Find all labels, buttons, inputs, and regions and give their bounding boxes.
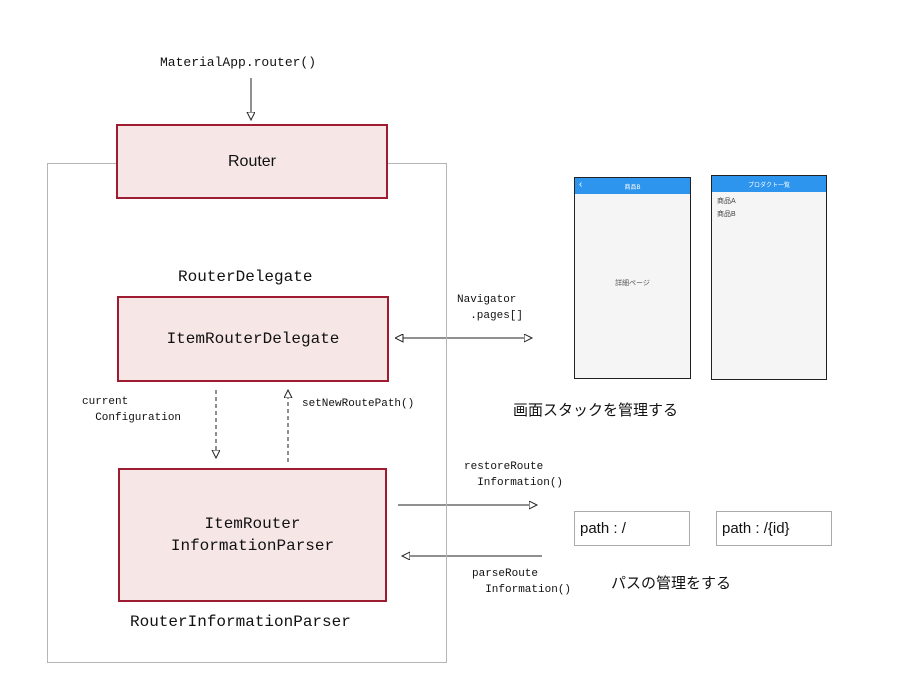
set-new-route-path-label: setNewRoutePath() [302,398,415,410]
screen-stack-caption: 画面スタックを管理する [513,402,679,419]
phone-detail-appbar: ‹ 商品B [575,178,690,194]
router-box-label: Router [227,152,277,170]
navigator-pages-label: Navigator .pages[] [457,294,524,322]
item-router-delegate-label: ItemRouterDelegate [166,330,340,348]
parser-box-line1: ItemRouter [204,515,301,533]
item-router-delegate-box: ItemRouterDelegate [117,296,389,382]
phone-list-screen: プロダクト一覧 商品A 商品B [711,175,827,380]
router-box: Router [116,124,388,199]
phone-list-title: プロダクト一覧 [747,182,790,189]
material-app-router-label: MaterialApp.router() [160,55,317,70]
item-router-information-parser-box: ItemRouter InformationParser [118,468,387,602]
parser-box-line2: InformationParser [170,537,335,555]
path-id-box: path : /{id} [716,511,832,546]
path-root-label: path : / [580,520,626,537]
path-management-caption: パスの管理をする [611,575,732,592]
phone-list-appbar: プロダクト一覧 [712,176,826,192]
path-id-label: path : /{id} [722,520,790,537]
current-configuration-label: current Configuration [82,396,182,424]
restore-route-information-label: restoreRoute Information() [464,461,564,489]
router-delegate-label: RouterDelegate [178,268,313,286]
parse-route-information-label: parseRoute Information() [472,568,572,596]
path-root-box: path : / [574,511,690,546]
phone-list-item: 商品A [717,198,736,205]
router-information-parser-label: RouterInformationParser [130,613,351,631]
phone-detail-screen: ‹ 商品B 詳細ページ [574,177,691,379]
phone-list-item: 商品B [717,211,736,218]
phone-detail-title: 商品B [624,184,641,191]
chevron-left-icon: ‹ [579,179,583,190]
phone-detail-body: 詳細ページ [615,280,650,287]
